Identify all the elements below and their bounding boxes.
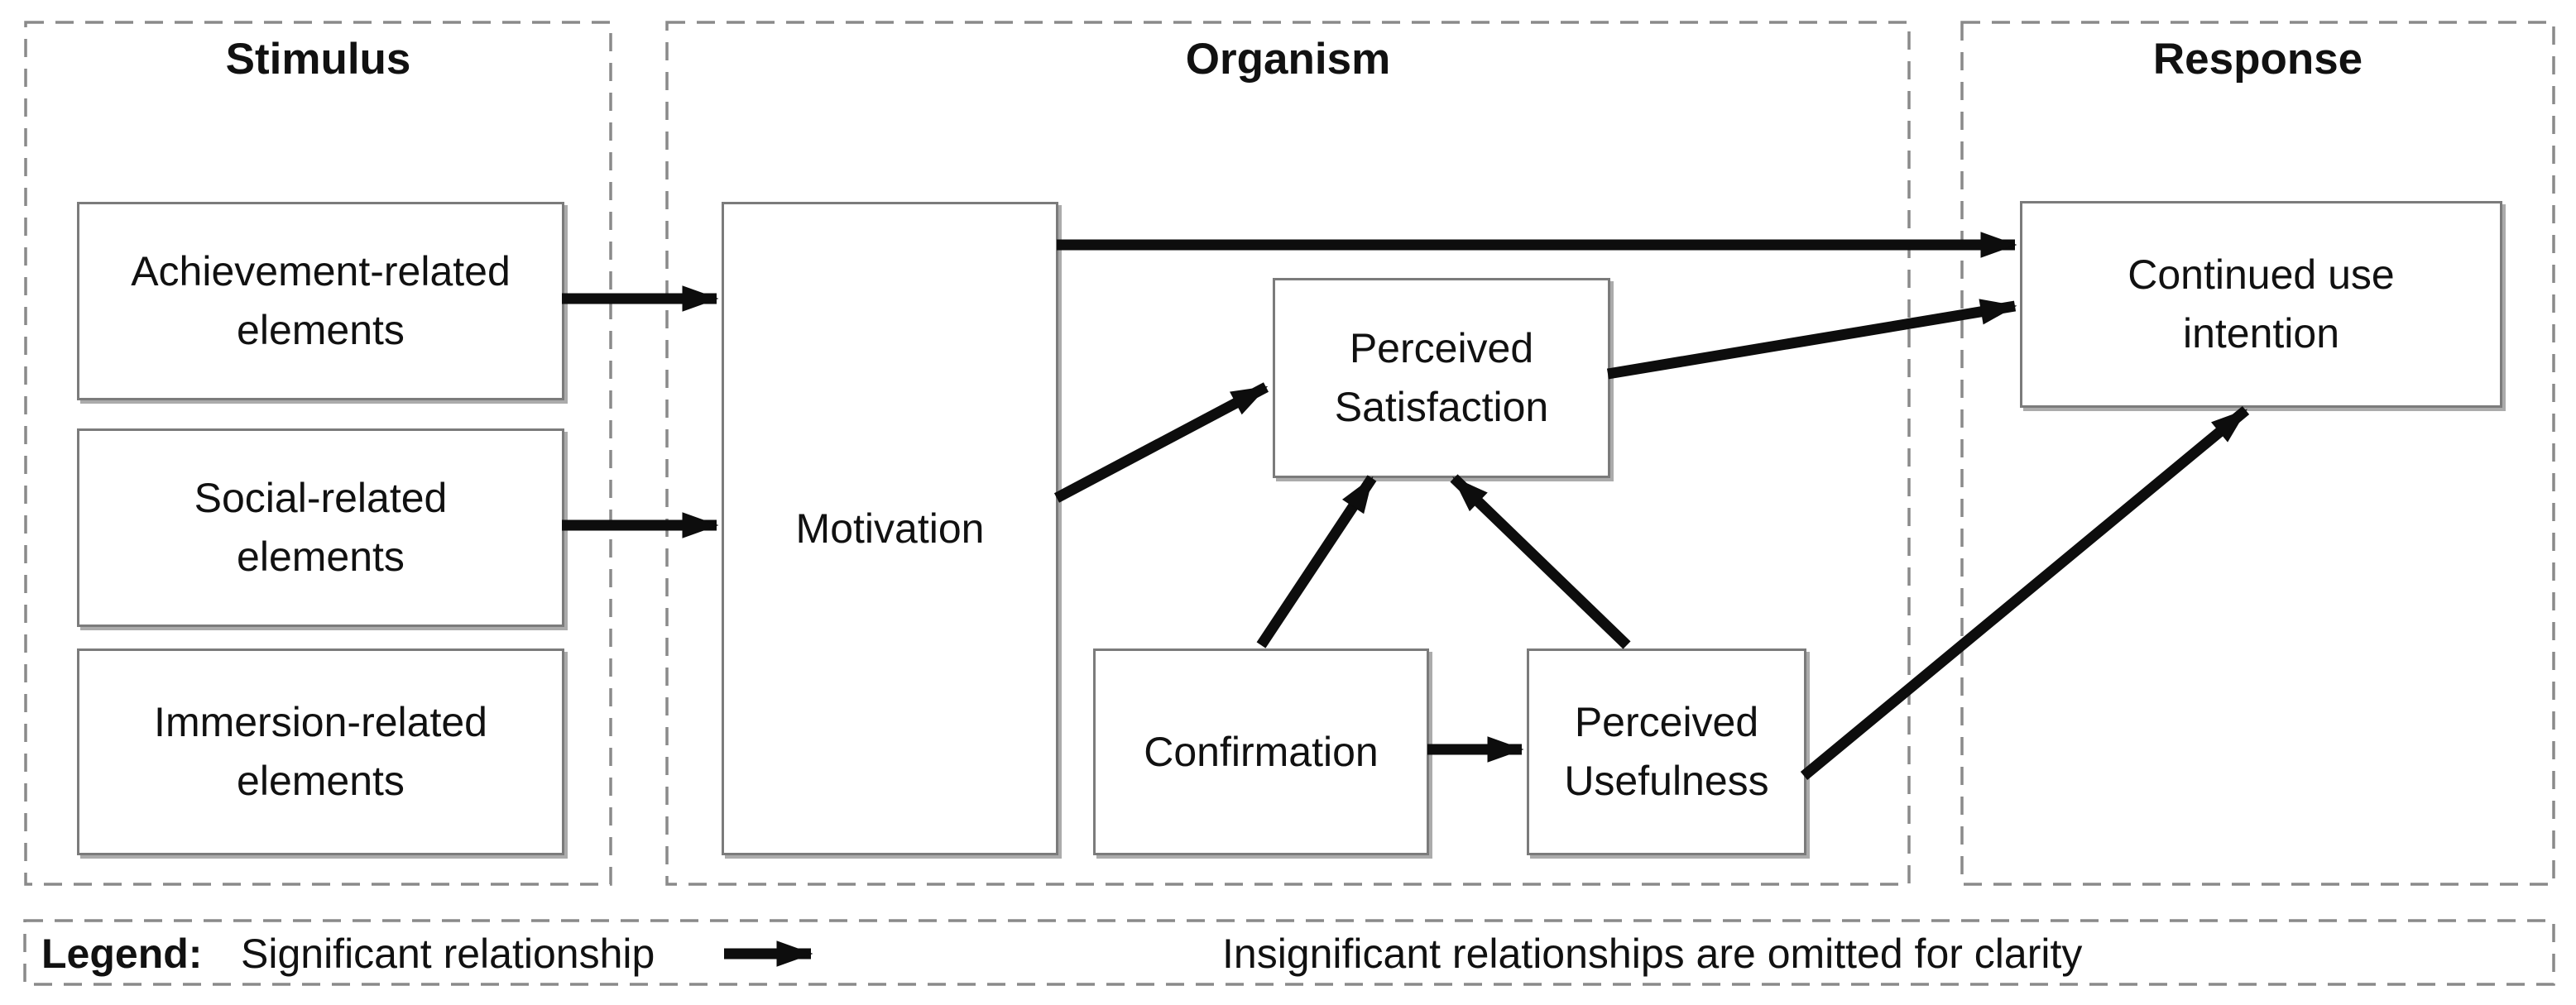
- stimulus-panel-title: Stimulus: [225, 35, 411, 84]
- edge-usefulness-to-continued: [1800, 405, 2250, 781]
- social-elements-box: Social-related elements: [77, 428, 564, 627]
- immersion-elements-label: Immersion-related elements: [154, 699, 487, 804]
- organism-panel-title: Organism: [1185, 35, 1391, 84]
- achievement-elements-label: Achievement-related elements: [131, 248, 511, 353]
- motivation-label: Motivation: [795, 505, 985, 552]
- perceived-satisfaction-box: Perceived Satisfaction: [1273, 278, 1610, 478]
- legend-significant-relationship-label: Significant relationship: [241, 931, 655, 977]
- edge-motivation-to-satisfaction: [1053, 382, 1269, 503]
- social-elements-label: Social-related elements: [194, 475, 448, 580]
- continued-use-intention-label: Continued use intention: [2127, 251, 2395, 357]
- perceived-usefulness-label: Perceived Usefulness: [1564, 699, 1769, 804]
- immersion-elements-box: Immersion-related elements: [77, 648, 564, 855]
- motivation-box: Motivation: [722, 202, 1058, 855]
- achievement-elements-box: Achievement-related elements: [77, 202, 564, 400]
- response-panel-title: Response: [2152, 35, 2363, 84]
- continued-use-intention-box: Continued use intention: [2020, 201, 2502, 408]
- legend-heading: Legend:: [41, 931, 203, 977]
- legend-insignificant-note: Insignificant relationships are omitted …: [1222, 931, 2083, 977]
- confirmation-box: Confirmation: [1093, 648, 1429, 855]
- edge-satisfaction-to-continued: [1606, 299, 2017, 380]
- edge-confirmation-to-satisfaction: [1256, 475, 1377, 648]
- perceived-usefulness-box: Perceived Usefulness: [1527, 648, 1806, 855]
- response-panel-border: [1960, 21, 2555, 886]
- perceived-satisfaction-label: Perceived Satisfaction: [1334, 325, 1549, 430]
- edge-usefulness-to-satisfaction: [1450, 474, 1631, 649]
- confirmation-label: Confirmation: [1144, 728, 1379, 775]
